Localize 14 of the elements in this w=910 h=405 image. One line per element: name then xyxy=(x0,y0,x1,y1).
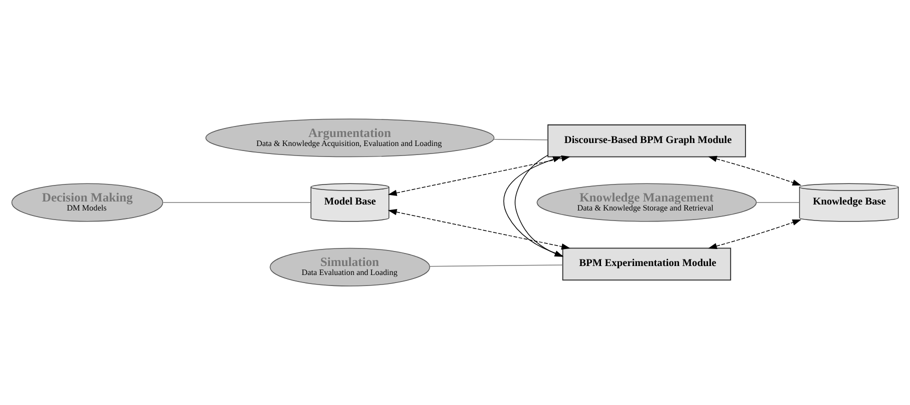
connector xyxy=(429,264,564,267)
arrow xyxy=(708,156,802,186)
node-box: Discourse-Based BPM Graph Module xyxy=(547,124,746,158)
node-box: BPM Experimentation Module xyxy=(562,248,732,281)
connector xyxy=(493,138,548,140)
node-ellipse: Knowledge Management Data & Knowledge Storage and Retrieval xyxy=(536,183,757,222)
node-ellipse: Argumentation Data & Knowledge Acquisition, Evaluation and Loading xyxy=(205,118,494,158)
arrow xyxy=(388,209,570,250)
node-ellipse: Simulation Data Evaluation and Loading xyxy=(270,248,430,286)
node-ellipse: Decision Making DM Models xyxy=(11,183,164,222)
arrow xyxy=(708,219,802,250)
arrow xyxy=(388,155,570,196)
connector xyxy=(162,202,312,203)
connector xyxy=(756,202,800,203)
